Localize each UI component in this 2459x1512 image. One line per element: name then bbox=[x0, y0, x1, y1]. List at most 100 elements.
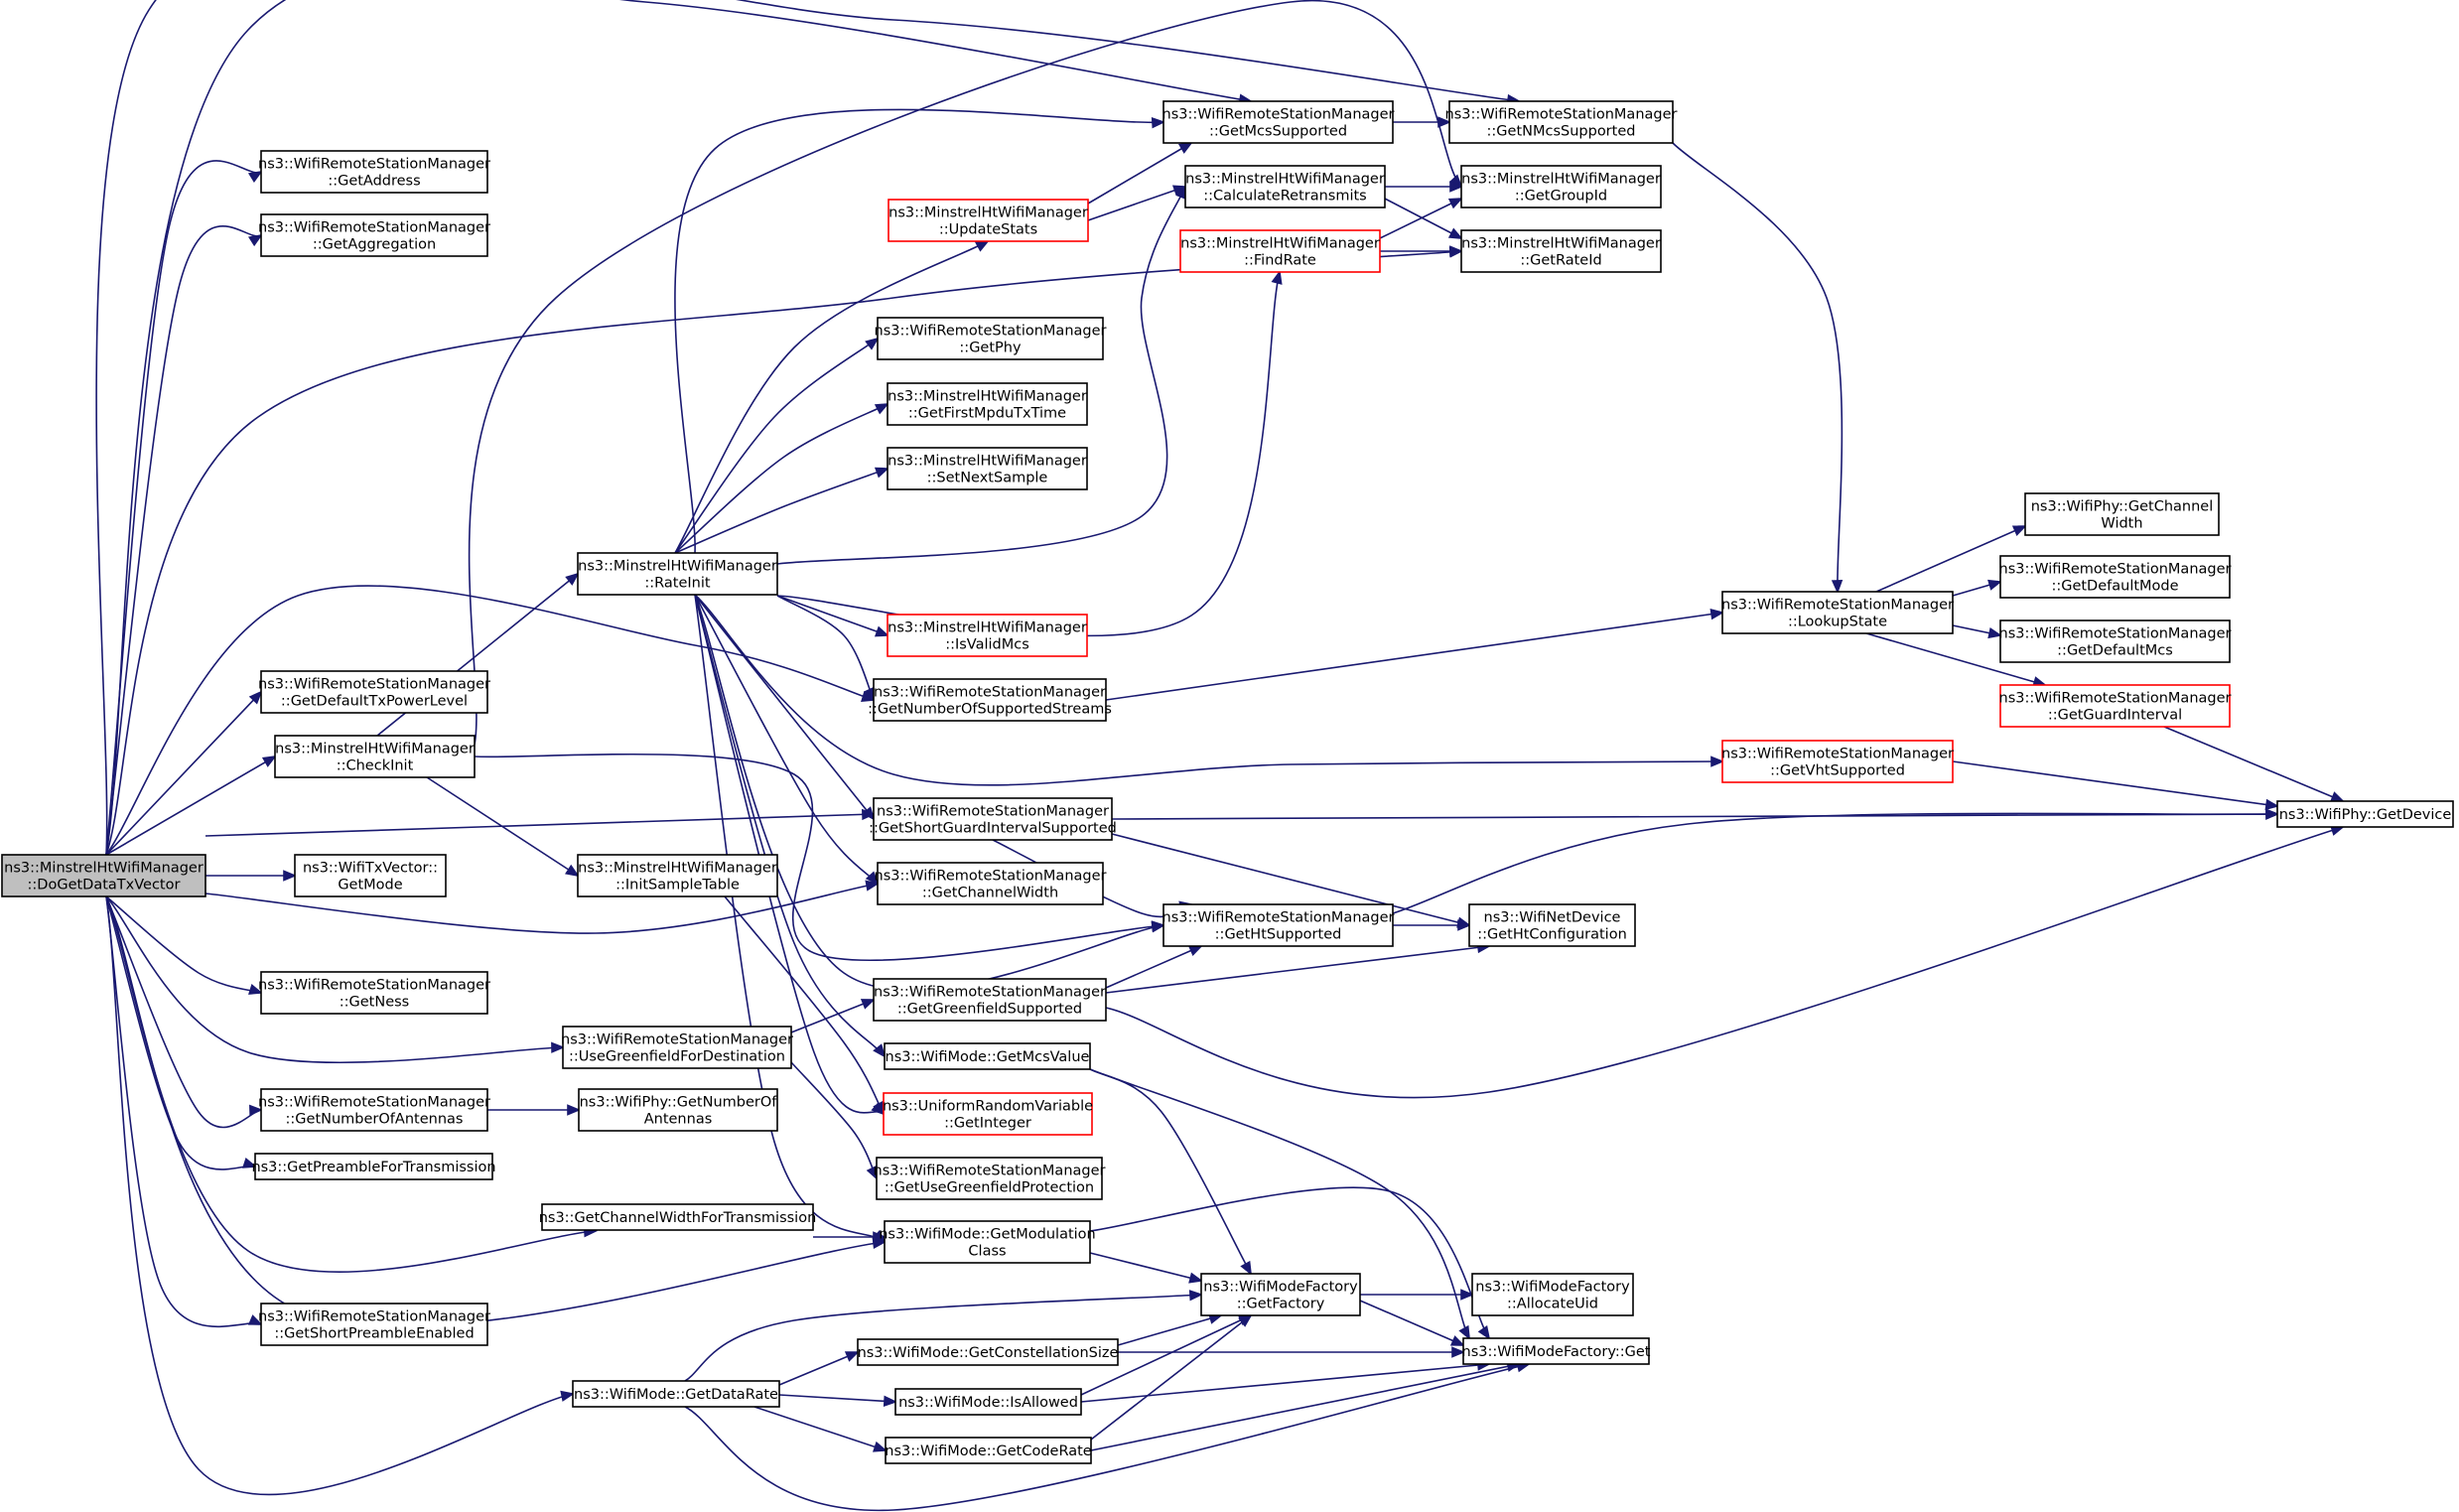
node-getAggregation[interactable]: ns3::WifiRemoteStationManager::GetAggreg… bbox=[258, 213, 490, 257]
arrowhead bbox=[1831, 579, 1844, 595]
node-setNextSample[interactable]: ns3::MinstrelHtWifiManager::SetNextSampl… bbox=[887, 447, 1088, 490]
node-lookupState[interactable]: ns3::WifiRemoteStationManager::LookupSta… bbox=[1721, 591, 1954, 634]
node-getGuardInterval[interactable]: ns3::WifiRemoteStationManager::GetGuardI… bbox=[1999, 684, 2232, 728]
node-box bbox=[1471, 1273, 1634, 1316]
node-box bbox=[1999, 619, 2231, 663]
node-label-line: ns3::MinstrelHtWifiManager bbox=[275, 742, 475, 757]
node-getPhy[interactable]: ns3::WifiRemoteStationManager::GetPhy bbox=[875, 317, 1107, 360]
node-label-line: ::GetGuardInterval bbox=[2048, 708, 2182, 724]
node-getShortPreamble[interactable]: ns3::WifiRemoteStationManager::GetShortP… bbox=[258, 1303, 490, 1346]
call-edge-rateInit-to-getFirstMpdu bbox=[674, 403, 889, 554]
node-label-line: ::GetRateId bbox=[1520, 253, 1601, 269]
call-edge-root-to-getChannelWidth bbox=[205, 880, 881, 934]
node-getMcsValue[interactable]: ns3::WifiMode::GetMcsValue bbox=[884, 1042, 1091, 1070]
node-box bbox=[894, 1388, 1082, 1416]
node-getRateId[interactable]: ns3::MinstrelHtWifiManager::GetRateId bbox=[1460, 229, 1662, 273]
node-label-line: ns3::WifiModeFactory bbox=[1203, 1280, 1358, 1296]
node-box bbox=[887, 614, 1088, 657]
call-edge-getHtSupported-to-getDevice bbox=[1392, 808, 2280, 914]
call-edge-root-to-getDefaultTxPowerLevel bbox=[105, 690, 263, 856]
node-getPreamble[interactable]: ns3::GetPreambleForTransmission bbox=[251, 1153, 496, 1180]
node-getInteger[interactable]: ns3::UniformRandomVariable::GetInteger bbox=[883, 1092, 1093, 1136]
node-getHtSupported[interactable]: ns3::WifiRemoteStationManager::GetHtSupp… bbox=[1162, 903, 1395, 947]
node-label-line: ::DoGetDataTxVector bbox=[28, 878, 181, 893]
node-getChannelWidth[interactable]: ns3::WifiRemoteStationManager::GetChanne… bbox=[875, 862, 1107, 905]
node-allocateUid[interactable]: ns3::WifiModeFactory::AllocateUid bbox=[1471, 1273, 1634, 1316]
node-getDefaultMode[interactable]: ns3::WifiRemoteStationManager::GetDefaul… bbox=[1999, 555, 2232, 599]
node-getNumberOfAntennas[interactable]: ns3::WifiRemoteStationManager::GetNumber… bbox=[258, 1088, 490, 1132]
node-box bbox=[888, 199, 1089, 242]
node-getVhtSupported[interactable]: ns3::WifiRemoteStationManager::GetVhtSup… bbox=[1721, 740, 1954, 783]
node-label-line: ns3::WifiRemoteStationManager bbox=[258, 677, 490, 693]
node-label-line: ns3::WifiMode::GetCodeRate bbox=[885, 1443, 1091, 1459]
arrowhead bbox=[1171, 185, 1187, 197]
arrowhead bbox=[248, 690, 263, 705]
arrowhead bbox=[1447, 198, 1463, 209]
node-box bbox=[884, 1042, 1091, 1070]
node-box bbox=[883, 1092, 1093, 1136]
node-getFirstMpdu[interactable]: ns3::MinstrelHtWifiManager::GetFirstMpdu… bbox=[887, 382, 1088, 426]
node-getNumberOfStreams[interactable]: ns3::WifiRemoteStationManager::GetNumber… bbox=[868, 678, 1112, 722]
node-label-line: ::CheckInit bbox=[337, 758, 414, 774]
call-edge-getDataRate-to-getFactory bbox=[684, 1290, 1204, 1382]
node-initSampleTable[interactable]: ns3::MinstrelHtWifiManager::InitSampleTa… bbox=[577, 854, 778, 897]
node-getAddress[interactable]: ns3::WifiRemoteStationManager::GetAddres… bbox=[258, 150, 490, 194]
node-phyGetNumberOfAntennas[interactable]: ns3::WifiPhy::GetNumberOfAntennas bbox=[578, 1088, 778, 1132]
node-factoryGet[interactable]: ns3::WifiModeFactory::Get bbox=[1462, 1337, 1651, 1365]
call-edge-findRate-to-getGroupId bbox=[1379, 198, 1463, 239]
call-edge-lookupState-to-getChannelWidthPhy bbox=[1875, 525, 2027, 593]
node-label-line: ns3::MinstrelHtWifiManager bbox=[888, 206, 1088, 221]
node-getGreenfield[interactable]: ns3::WifiRemoteStationManager::GetGreenf… bbox=[873, 978, 1107, 1022]
node-box bbox=[1179, 229, 1381, 273]
node-label-line: ::GetGreenfieldSupported bbox=[897, 1002, 1082, 1018]
node-box bbox=[1460, 165, 1662, 208]
node-getMcsSupported[interactable]: ns3::WifiRemoteStationManager::GetMcsSup… bbox=[1162, 100, 1395, 144]
node-getShortGI[interactable]: ns3::WifiRemoteStationManager::GetShortG… bbox=[869, 797, 1117, 841]
node-label-line: ::GetNMcsSupported bbox=[1487, 124, 1636, 140]
node-checkInit[interactable]: ns3::MinstrelHtWifiManager::CheckInit bbox=[274, 735, 476, 778]
arrowhead bbox=[1449, 181, 1464, 193]
node-label-line: ::GetHtConfiguration bbox=[1477, 927, 1627, 943]
arrowhead bbox=[1437, 116, 1452, 128]
node-getNMcsSupported[interactable]: ns3::WifiRemoteStationManager::GetNMcsSu… bbox=[1445, 100, 1678, 144]
node-rateInit[interactable]: ns3::MinstrelHtWifiManager::RateInit bbox=[577, 552, 778, 596]
call-edge-getConstellationSize-to-getFactory bbox=[1117, 1312, 1224, 1346]
node-label-line: ::GetNess bbox=[340, 995, 410, 1011]
node-label-line: ns3::MinstrelHtWifiManager bbox=[4, 861, 204, 877]
node-getConstellationSize[interactable]: ns3::WifiMode::GetConstellationSize bbox=[857, 1338, 1119, 1366]
node-getHtConfiguration[interactable]: ns3::WifiNetDevice::GetHtConfiguration bbox=[1468, 903, 1636, 947]
call-edge-getDataRate-to-isAllowed bbox=[778, 1394, 898, 1407]
node-label-line: ::GetVhtSupported bbox=[1770, 763, 1905, 779]
node-getDevice[interactable]: ns3::WifiPhy::GetDevice bbox=[2276, 800, 2454, 828]
node-label-line: ns3::WifiRemoteStationManager bbox=[875, 869, 1107, 885]
node-getDefaultMcs[interactable]: ns3::WifiRemoteStationManager::GetDefaul… bbox=[1999, 619, 2232, 663]
node-getNess[interactable]: ns3::WifiRemoteStationManager::GetNess bbox=[258, 971, 490, 1015]
node-getDataRate[interactable]: ns3::WifiMode::GetDataRate bbox=[572, 1380, 780, 1408]
node-calcRetransmits[interactable]: ns3::MinstrelHtWifiManager::CalculateRet… bbox=[1184, 165, 1386, 208]
node-getCodeRate[interactable]: ns3::WifiMode::GetCodeRate bbox=[885, 1437, 1092, 1464]
node-updateStats[interactable]: ns3::MinstrelHtWifiManager::UpdateStats bbox=[888, 199, 1089, 242]
node-getChannelWidthPhy[interactable]: ns3::WifiPhy::GetChannelWidth bbox=[2024, 492, 2220, 536]
arrowhead bbox=[567, 1104, 582, 1116]
node-getChannelWidthForTx[interactable]: ns3::GetChannelWidthForTransmission bbox=[539, 1203, 817, 1231]
arrowhead bbox=[1457, 919, 1472, 931]
node-findRate[interactable]: ns3::MinstrelHtWifiManager::FindRate bbox=[1179, 229, 1381, 273]
node-useGreenfield[interactable]: ns3::WifiRemoteStationManager::UseGreenf… bbox=[561, 1026, 793, 1069]
node-box bbox=[1, 854, 206, 897]
node-box bbox=[873, 678, 1107, 722]
node-isValidMcs[interactable]: ns3::MinstrelHtWifiManager::IsValidMcs bbox=[887, 614, 1088, 657]
call-edge-calcRetransmits-to-getGroupId bbox=[1385, 181, 1464, 193]
node-getUseGreenfieldProt[interactable]: ns3::WifiRemoteStationManager::GetUseGre… bbox=[874, 1157, 1106, 1200]
node-root: ns3::MinstrelHtWifiManager::DoGetDataTxV… bbox=[1, 854, 206, 897]
node-getModeTx[interactable]: ns3::WifiTxVector::GetMode bbox=[294, 854, 447, 897]
node-getDefaultTxPowerLevel[interactable]: ns3::WifiRemoteStationManager::GetDefaul… bbox=[258, 670, 490, 714]
arrowhead bbox=[565, 864, 580, 878]
node-label-line: Width bbox=[2101, 516, 2142, 532]
node-box bbox=[274, 735, 476, 778]
node-getFactory[interactable]: ns3::WifiModeFactory::GetFactory bbox=[1200, 1273, 1361, 1316]
node-getGroupId[interactable]: ns3::MinstrelHtWifiManager::GetGroupId bbox=[1460, 165, 1662, 208]
call-edge-root-to-getAddress bbox=[105, 160, 263, 856]
node-isAllowed[interactable]: ns3::WifiMode::IsAllowed bbox=[894, 1388, 1082, 1416]
node-label-line: ::LookupState bbox=[1788, 615, 1887, 630]
